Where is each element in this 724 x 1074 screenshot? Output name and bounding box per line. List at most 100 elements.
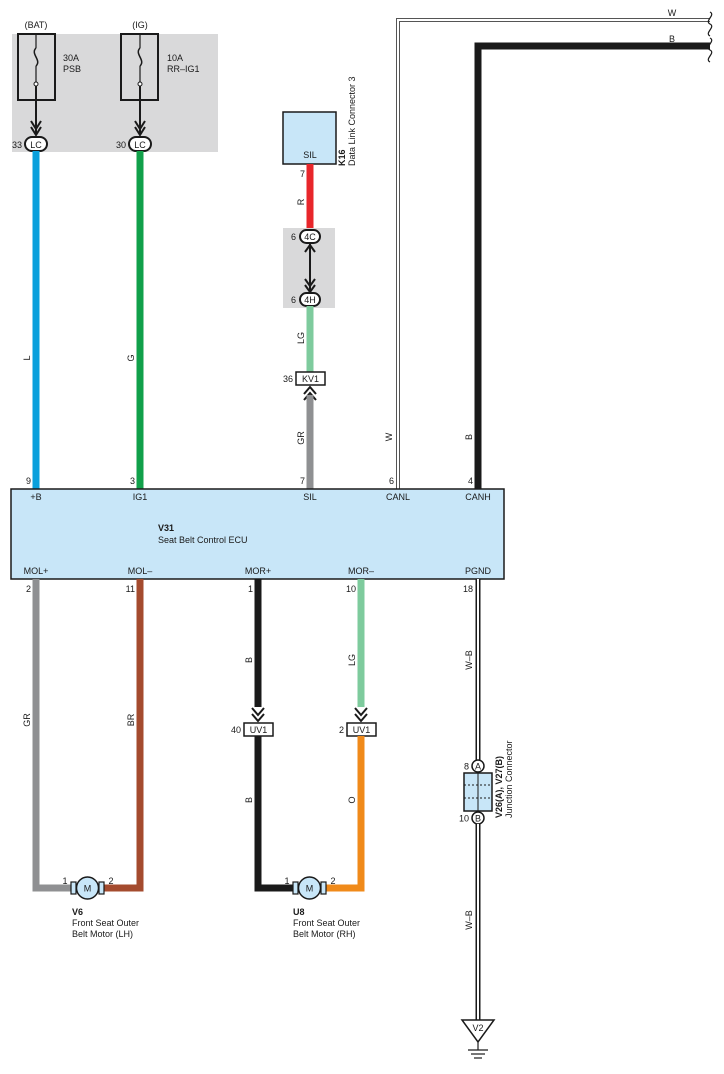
motor-lh-line1: Front Seat Outer — [72, 918, 139, 928]
fuse-icon — [33, 47, 39, 67]
ecu-pin-ig1: 3 — [130, 476, 135, 486]
wire-o-mor-minus-lower-label: O — [347, 796, 357, 803]
connector-uv1-arrows — [251, 707, 368, 723]
ecu-pin-canl: 6 — [389, 476, 394, 486]
motor-lh-code: V6 — [72, 907, 83, 917]
fuse-rr-ig1-rating: 10A — [167, 53, 183, 63]
ecu-pin-mol-plus: 2 — [26, 584, 31, 594]
wire-b-top-label: B — [669, 34, 675, 44]
wire-b-label: B — [464, 434, 474, 440]
motor-rh-pin1: 1 — [284, 876, 289, 886]
ecu-name: Seat Belt Control ECU — [158, 535, 248, 545]
fuse-rr-ig1-name: RR–IG1 — [167, 64, 200, 74]
dlc-code: K16 — [337, 149, 347, 166]
junction-pin-b: 10 — [459, 814, 469, 824]
dlc-connector-box — [282, 111, 337, 165]
junction-pin-a: 8 — [464, 762, 469, 772]
ecu-pin-plus-b: 9 — [26, 476, 31, 486]
junction-title: V26(A), V27(B) — [494, 756, 504, 818]
connector-uv1-right-label: UV1 — [353, 725, 371, 735]
wire-w-label: W — [384, 432, 394, 441]
connector-4c-label: 4C — [304, 232, 316, 242]
fuse-icon — [137, 47, 143, 67]
motor-rh-line2: Belt Motor (RH) — [293, 929, 356, 939]
motor-lh-pin1: 1 — [62, 876, 67, 886]
ig-source-label: (IG) — [132, 20, 148, 30]
wire-lg-mor-minus-upper-label: LG — [347, 654, 357, 666]
connector-kv1-arrow — [303, 385, 317, 401]
ecu-terminal-mor-minus: MOR– — [348, 566, 374, 576]
motor-lh-symbol: M — [84, 884, 92, 894]
dlc-pin: 7 — [300, 169, 305, 179]
lc-connector-bat-pin: 33 — [12, 140, 22, 150]
motor-rh-code: U8 — [293, 907, 305, 917]
motor-icon — [75, 876, 100, 900]
ecu-terminal-canl: CANL — [386, 492, 410, 502]
motor-rh — [292, 876, 327, 900]
wire-w-canl — [396, 18, 710, 489]
motor-rh-line1: Front Seat Outer — [293, 918, 360, 928]
lc-connector-ig-label: LC — [134, 140, 146, 150]
ecu-pin-mor-minus: 10 — [346, 584, 356, 594]
ecu-terminal-canh: CANH — [465, 492, 491, 502]
wire-break-icon — [707, 11, 713, 63]
dlc-name: Data Link Connector 3 — [347, 76, 357, 166]
ecu-pin-sil: 7 — [300, 476, 305, 486]
wire-w-top-label: W — [668, 8, 677, 18]
ecu-terminal-pgnd: PGND — [465, 566, 492, 576]
wire-b-mor-plus-lower — [254, 736, 294, 892]
connector-4h-pin: 6 — [291, 295, 296, 305]
motor-rh-pin2: 2 — [330, 876, 335, 886]
ecu-pin-canh: 4 — [468, 476, 473, 486]
wire-lg-sil-label: LG — [296, 332, 306, 344]
connector-uv1-right-pin: 2 — [339, 725, 344, 735]
fuse-block-background — [12, 34, 218, 152]
ecu-terminal-mor-plus: MOR+ — [245, 566, 271, 576]
connector-kv1-label: KV1 — [302, 374, 319, 384]
connector-kv1-pin: 36 — [283, 374, 293, 384]
wire-w-b-pgnd-upper-label: W–B — [464, 650, 474, 670]
junction-letter-a: A — [475, 762, 481, 772]
wire-gr-sil-label: GR — [296, 431, 306, 445]
ecu-terminal-mol-plus: MOL+ — [24, 566, 49, 576]
wire-l-label: L — [22, 355, 32, 360]
junction-name: Junction Connector — [504, 740, 514, 818]
wire-b-mor-plus-upper-label: B — [244, 657, 254, 663]
connector-uv1-left-pin: 40 — [231, 725, 241, 735]
ecu-pin-mor-plus: 1 — [248, 584, 253, 594]
wire-g-label: G — [126, 354, 136, 361]
wire-o-mor-minus-lower — [324, 736, 365, 892]
fuse-output-arrows — [30, 86, 146, 137]
motor-lh — [70, 876, 105, 900]
wire-b-mor-plus-lower-label: B — [244, 797, 254, 803]
wire-br-mol-minus-label: BR — [126, 713, 136, 726]
wire-gr-mol-plus — [32, 579, 72, 892]
lc-connector-ig-pin: 30 — [116, 140, 126, 150]
ecu-pin-pgnd: 18 — [463, 584, 473, 594]
fuse-psb-rating: 30A — [63, 53, 79, 63]
bat-source-label: (BAT) — [25, 20, 48, 30]
dlc-terminal-label: SIL — [303, 150, 317, 160]
connector-4c-pin: 6 — [291, 232, 296, 242]
wire-gr-mol-plus-label: GR — [22, 713, 32, 727]
ground-label: V2 — [472, 1023, 483, 1033]
connector-4h-label: 4H — [304, 295, 316, 305]
junction-letter-b: B — [475, 814, 481, 824]
wire-w-b-pgnd-lower-label: W–B — [464, 910, 474, 930]
ecu-terminal-ig1: IG1 — [133, 492, 148, 502]
ground-icon — [460, 1019, 496, 1059]
ecu-terminal-plus-b: +B — [30, 492, 41, 502]
motor-rh-symbol: M — [306, 884, 314, 894]
motor-icon — [297, 876, 322, 900]
junction-connector — [463, 772, 493, 812]
wire-b-canh — [474, 42, 710, 489]
junction-terminal-a — [471, 759, 485, 773]
fuse-psb-name: PSB — [63, 64, 81, 74]
ecu-pin-mol-minus: 11 — [126, 584, 135, 594]
wire-br-mol-minus — [102, 579, 144, 892]
lc-connector-bat-label: LC — [30, 140, 42, 150]
connector-4c-4h-link — [304, 243, 316, 294]
motor-lh-pin2: 2 — [108, 876, 113, 886]
connector-kv1 — [295, 371, 326, 386]
